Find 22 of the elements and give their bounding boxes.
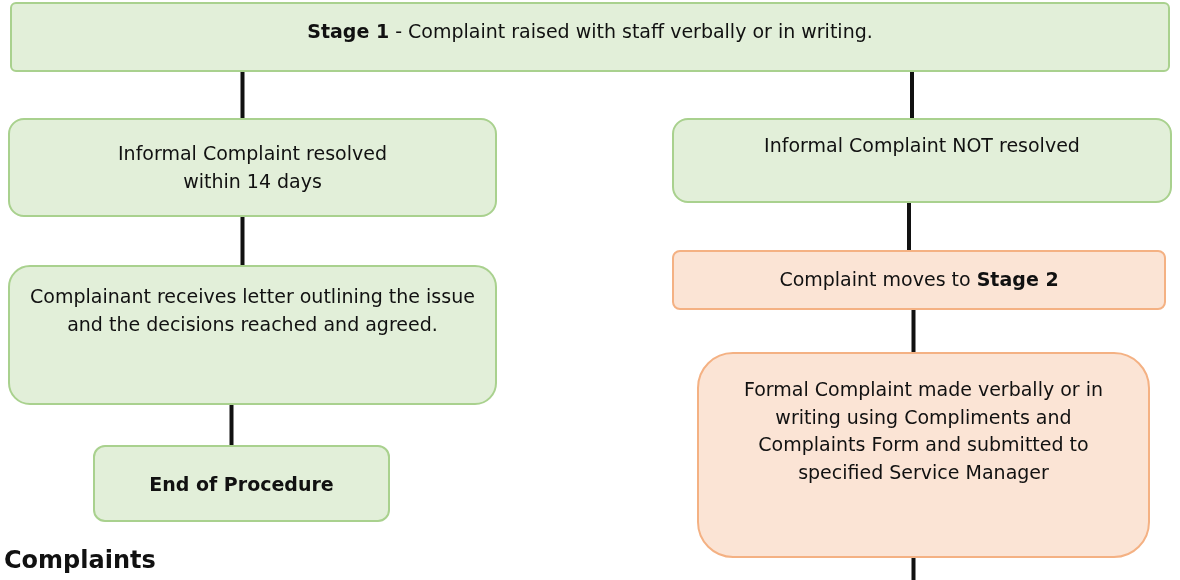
connector-line (240, 217, 245, 265)
connector-line (911, 558, 916, 580)
connector-line (911, 310, 916, 352)
connector-line (907, 203, 911, 250)
box-text: End of Procedure (148, 472, 335, 497)
process-box (672, 250, 1166, 310)
process-box (672, 118, 1172, 203)
box-text: Stage 1 - Complaint raised with staff verbally or in writing. (306, 19, 874, 44)
box-text: Complaint moves to Stage 2 (778, 267, 1060, 292)
process-box (10, 2, 1170, 72)
section-heading: Complaints (4, 546, 156, 574)
process-box (8, 265, 497, 405)
box-text: Informal Complaint NOT resolved (763, 133, 1081, 158)
box-text: Informal Complaint resolved within 14 days (117, 141, 388, 194)
connector-line (910, 72, 914, 118)
box-text: Complainant receives letter outlining the issue and the decisions reached and agreed. (29, 284, 476, 337)
connector-line (229, 405, 234, 445)
process-box (697, 352, 1150, 558)
process-box (8, 118, 497, 217)
connector-line (240, 72, 245, 118)
box-text: Formal Complaint made verbally or in writing using Compliments and Complaints Form and submitted to specified Service Manager (742, 377, 1104, 485)
process-box (93, 445, 390, 522)
